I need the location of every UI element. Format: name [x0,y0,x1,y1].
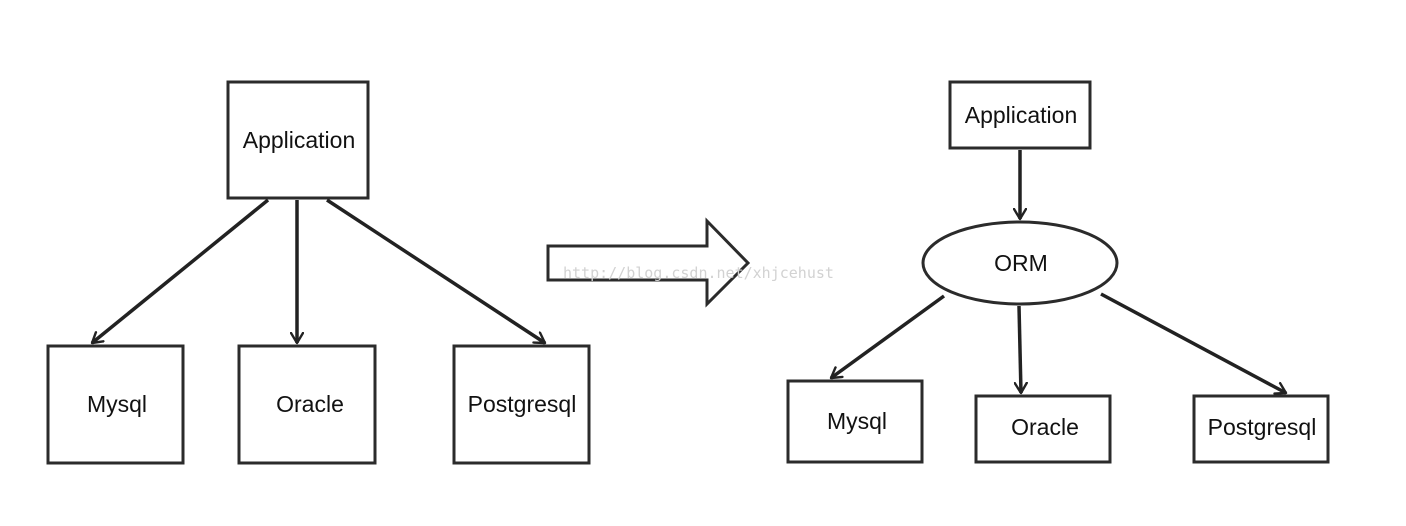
right-postgresql-label: Postgresql [1208,414,1317,440]
edge-left-application-to-mysql [92,198,270,345]
right-application-node: Application [948,80,1092,150]
left-diagram: Application Mysql Oracle Postgresql [46,80,591,465]
hollow-right-arrow-icon [546,217,751,308]
edge-orm-to-mysql [831,294,946,380]
left-oracle-node: Oracle [237,344,377,465]
left-application-label: Application [243,127,356,153]
right-application-label: Application [965,102,1078,128]
right-diagram: Application ORM Mysql Oracle Postgresql [786,80,1330,464]
right-oracle-label: Oracle [1011,414,1079,440]
left-mysql-label: Mysql [87,391,147,417]
left-postgresql-label: Postgresql [468,391,577,417]
edge-left-application-to-postgresql [326,198,545,345]
edge-orm-to-oracle [1019,305,1021,393]
left-postgresql-node: Postgresql [452,344,591,465]
right-mysql-node: Mysql [786,379,924,464]
watermark-text: http://blog.csdn.net/xhjcehust [563,264,834,282]
orm-node: ORM [921,220,1119,306]
left-mysql-node: Mysql [46,344,185,465]
left-application-node: Application [226,80,370,200]
left-oracle-label: Oracle [276,391,344,417]
right-mysql-label: Mysql [827,408,887,434]
right-postgresql-node: Postgresql [1192,394,1330,464]
edge-orm-to-postgresql [1100,292,1286,393]
right-oracle-node: Oracle [974,394,1112,464]
orm-label: ORM [994,250,1048,276]
